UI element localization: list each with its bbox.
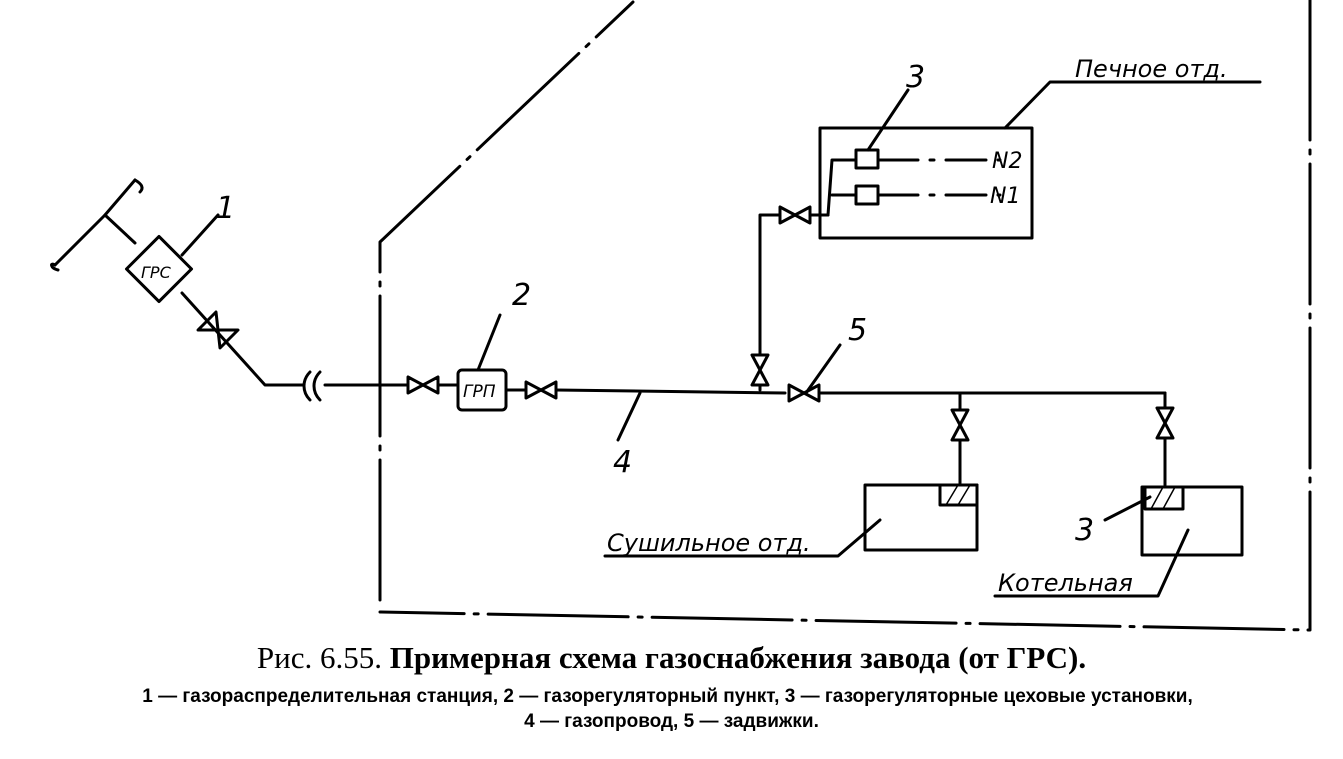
grs-station xyxy=(124,234,194,304)
drying-valve xyxy=(950,408,970,442)
leader-boiler-label xyxy=(993,528,1190,598)
leader-1 xyxy=(180,213,220,257)
number-4: 4 xyxy=(613,445,632,480)
label-n2: N2 xyxy=(992,149,1022,174)
number-5: 5 xyxy=(848,313,867,348)
figure-caption: Рис. 6.55. Примерная схема газоснабжения… xyxy=(0,640,1343,676)
leader-furnace-label xyxy=(1003,80,1262,130)
furnace-inner-pipes xyxy=(826,158,858,217)
valve-before-grp xyxy=(406,375,440,395)
leader-drying-label xyxy=(603,518,882,558)
grs-valve xyxy=(196,310,240,350)
leader-2 xyxy=(476,313,502,372)
main-gas-line xyxy=(53,178,137,267)
valve-after-grp xyxy=(524,380,558,400)
legend-line-2: 4 — газопровод, 5 — задвижки. xyxy=(524,711,819,732)
gas-supply-diagram: ГРС ГРП 1 2 3 4 5 3 N2 N1 Печное отд. Су… xyxy=(50,0,1312,632)
number-3-right: 3 xyxy=(1075,513,1094,548)
drying-regulator-hatch xyxy=(945,484,971,506)
regulator-n2 xyxy=(854,148,880,170)
grs-outlet-pipe xyxy=(180,291,305,387)
legend-line-1: 1 — газораспределительная станция, 2 — г… xyxy=(142,686,1193,707)
riser-valve xyxy=(750,353,770,387)
number-1: 1 xyxy=(216,191,235,226)
drying-regulator xyxy=(938,483,979,507)
main-line-end-bottom xyxy=(50,262,60,272)
plant-boundary xyxy=(378,0,1312,632)
furnace-riser xyxy=(758,213,830,392)
furnace-dept-label: Печное отд. xyxy=(1075,55,1228,83)
leader-3-top xyxy=(866,88,910,152)
grp-box xyxy=(456,368,508,412)
regulator-n1 xyxy=(854,184,880,206)
boiler-valve xyxy=(1155,406,1175,440)
furnace-dept-box xyxy=(818,126,1034,240)
leader-3-right xyxy=(1103,495,1152,522)
leader-5 xyxy=(804,343,842,395)
gas-pipeline-4 xyxy=(323,383,1167,395)
leader-4 xyxy=(616,391,642,442)
pipe-break-symbol xyxy=(302,370,322,402)
grs-label: ГРС xyxy=(141,263,172,282)
boiler-regulator-hatch xyxy=(1150,486,1176,510)
figure-title: Примерная схема газоснабжения завода (от… xyxy=(389,640,1087,675)
furnace-branch-valve xyxy=(778,205,812,225)
number-2: 2 xyxy=(512,278,531,313)
figure-number: Рис. 6.55. xyxy=(256,640,382,675)
boiler-room-label: Котельная xyxy=(998,569,1133,597)
main-line-end-top xyxy=(133,178,144,194)
label-n1: N1 xyxy=(990,184,1020,209)
drying-dept-box xyxy=(863,483,979,552)
grs-branch xyxy=(103,213,137,245)
boiler-room-box xyxy=(1140,485,1244,557)
grp-label: ГРП xyxy=(463,382,496,402)
number-3-top: 3 xyxy=(906,60,925,95)
drying-dept-label: Сушильное отд. xyxy=(607,529,811,557)
gate-valve-5 xyxy=(787,383,821,403)
